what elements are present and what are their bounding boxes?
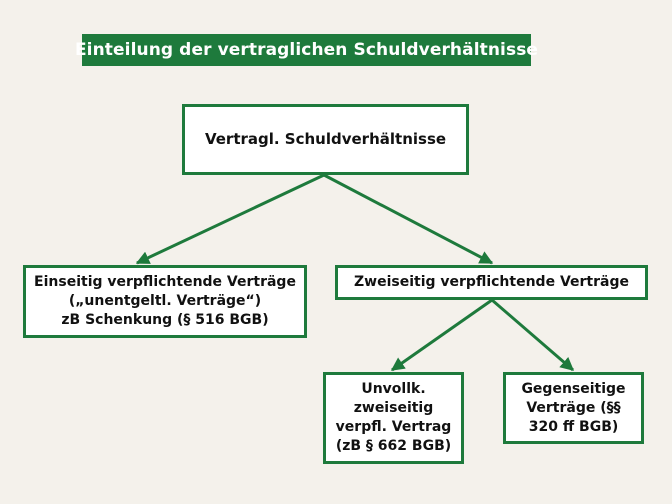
node-einseitig-verpflichtende-vertraege: Einseitig verpflichtende Verträge („unen… <box>23 265 307 338</box>
node-vertragl-schuldverhaeltnisse: Vertragl. Schuldverhältnisse <box>182 104 469 175</box>
arrow-right-to-bottom_left <box>390 298 493 372</box>
node-zweiseitig-verpflichtende-vertraege: Zweiseitig verpflichtende Verträge <box>335 265 648 300</box>
arrow-root-to-left <box>135 173 325 265</box>
node-unvollk-zweiseitig-verpfl-vertrag: Unvollk. zweiseitig verpfl. Vertrag (zB … <box>323 372 464 464</box>
node-gegenseitige-vertraege: Gegenseitige Verträge (§§ 320 ff BGB) <box>503 372 644 444</box>
arrow-right-to-bottom_right <box>491 298 575 372</box>
arrow-root-to-right <box>323 173 494 265</box>
diagram-title: Einteilung der vertraglichen Schuldverhä… <box>75 34 538 66</box>
